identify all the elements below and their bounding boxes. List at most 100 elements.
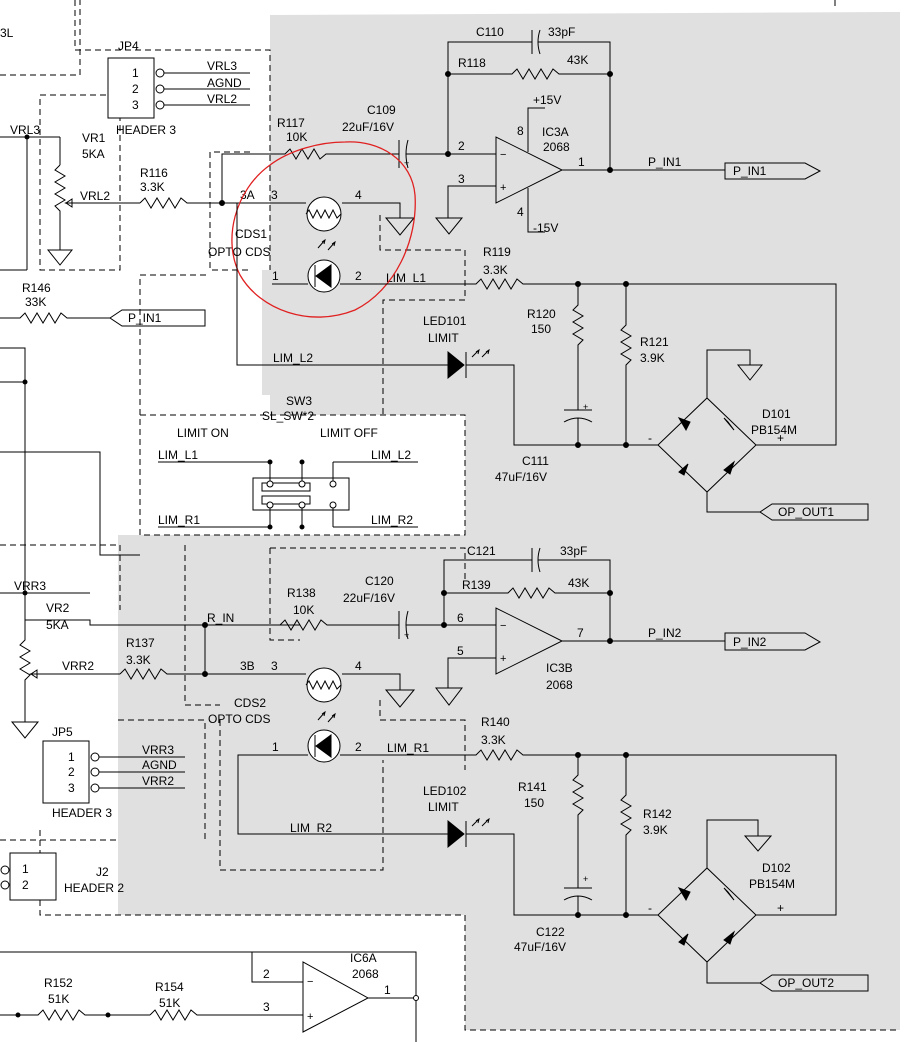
svg-text:VRL3: VRL3 [207,59,237,73]
svg-text:P_IN1: P_IN1 [733,164,767,178]
r121-resistor: R121 3.9K [620,284,669,445]
svg-text:10K: 10K [286,130,307,144]
svg-text:3.3K: 3.3K [126,653,151,667]
svg-text:47uF/16V: 47uF/16V [514,940,566,954]
svg-text:2068: 2068 [546,678,573,692]
svg-text:2: 2 [355,740,362,754]
svg-text:R137: R137 [126,636,155,650]
r140-resistor: R140 3.3K [385,715,837,916]
svg-text:4: 4 [355,188,362,202]
vr1-potentiometer: VRL3 VR1 5KA VRL2 [0,123,140,271]
svg-text:7: 7 [577,626,584,640]
svg-text:3: 3 [132,98,139,112]
svg-text:JP4: JP4 [118,39,139,53]
svg-text:VR1: VR1 [82,131,106,145]
svg-text:OP_OUT1: OP_OUT1 [778,505,834,519]
p-in2-output-port: P_IN2 [724,632,822,651]
svg-text:R140: R140 [481,715,510,729]
svg-text:2: 2 [263,967,270,981]
svg-text:+: + [404,158,409,168]
ic3a-opamp: − + 2 3 +15V 8 -15V 4 IC3A 2068 1 P_IN1 [434,93,725,235]
svg-text:P_IN1: P_IN1 [648,155,682,169]
svg-text:JP5: JP5 [52,725,73,739]
svg-text:C120: C120 [365,574,394,588]
d102-bridge: - + D102 PB154M [648,819,805,984]
svg-text:R117: R117 [277,116,305,130]
svg-text:IC3A: IC3A [542,125,569,139]
svg-text:R138: R138 [287,586,316,600]
svg-text:C109: C109 [367,103,396,117]
svg-text:-: - [648,431,652,445]
svg-text:−: − [307,976,313,988]
svg-text:8: 8 [517,124,524,138]
op-out2-port: OP_OUT2 [759,974,869,992]
svg-text:47uF/16V: 47uF/16V [495,470,547,484]
svg-text:3.9K: 3.9K [640,351,665,365]
r152-resistor: R152 51K [0,976,150,1021]
led101: LED101 LIMIT [423,314,658,448]
svg-text:1: 1 [68,750,75,764]
svg-text:+: + [307,1011,313,1023]
svg-text:IC3B: IC3B [546,661,573,675]
r139-resistor: R139 43K [444,576,610,599]
r137-resistor: R137 3.3K [119,622,306,680]
svg-text:3.3K: 3.3K [481,733,506,747]
svg-text:2: 2 [458,139,465,153]
svg-text:R141: R141 [518,780,547,794]
svg-text:CDS2: CDS2 [234,696,266,710]
svg-text:33pF: 33pF [548,25,575,39]
svg-text:2068: 2068 [543,140,570,154]
svg-text:43K: 43K [567,53,588,67]
svg-text:C121: C121 [467,544,496,558]
svg-text:3: 3 [271,188,278,202]
svg-text:LIM_R2: LIM_R2 [290,821,332,835]
svg-text:R121: R121 [640,335,669,349]
svg-text:3.3K: 3.3K [483,263,508,277]
lim-l2-wire [236,203,448,366]
svg-text:OPTO CDS: OPTO CDS [208,245,270,259]
c122-capacitor: + C122 47uF/16V [514,874,593,954]
svg-text:VRR2: VRR2 [142,774,174,788]
svg-text:LED102: LED102 [423,784,467,798]
svg-text:LIM_L2: LIM_L2 [273,351,313,365]
svg-text:P_IN2: P_IN2 [648,626,682,640]
sw3-switch: SW3 SL_SW*2 LIMIT ON LIMIT OFF LIM_L1 LI… [158,394,418,530]
svg-text:1: 1 [578,155,585,169]
svg-text:AGND: AGND [207,76,242,90]
svg-text:3: 3 [263,1000,270,1014]
svg-text:LIMIT: LIMIT [428,800,459,814]
svg-text:51K: 51K [159,996,180,1010]
svg-text:AGND: AGND [142,758,177,772]
shade-region-bottom-left-cutout [0,915,465,1042]
vr2-potentiometer: VRR3 VR2 5KA VRR2 [0,579,120,739]
svg-text:22uF/16V: 22uF/16V [343,591,395,605]
svg-text:2: 2 [68,765,75,779]
svg-text:1: 1 [22,862,29,876]
c121-capacitor: C121 33pF [441,544,613,640]
svg-text:1: 1 [272,740,279,754]
svg-text:1: 1 [272,269,279,283]
svg-text:SL_SW*2: SL_SW*2 [262,409,314,423]
svg-text:2068: 2068 [352,967,379,981]
svg-text:LIM_L2: LIM_L2 [371,448,411,462]
svg-text:22uF/16V: 22uF/16V [342,120,394,134]
svg-text:5KA: 5KA [46,618,69,632]
svg-text:43K: 43K [568,576,589,590]
svg-text:4: 4 [355,659,362,673]
svg-text:6: 6 [457,611,464,625]
svg-text:P_IN1: P_IN1 [128,311,162,325]
svg-text:3.3K: 3.3K [140,180,165,194]
svg-text:R120: R120 [527,307,556,321]
svg-text:HEADER 2: HEADER 2 [64,881,124,895]
led102: LED102 LIMIT [423,784,658,918]
svg-text:33K: 33K [25,295,46,309]
svg-text:R152: R152 [44,976,73,990]
svg-text:51K: 51K [48,992,69,1006]
svg-text:VRL2: VRL2 [207,92,237,106]
svg-text:PB154M: PB154M [749,877,795,891]
svg-text:VRL2: VRL2 [80,189,110,203]
j2-header: 1 2 J2 HEADER 2 [0,852,124,901]
svg-text:3: 3 [458,172,465,186]
svg-text:4: 4 [517,205,524,219]
svg-text:1: 1 [384,983,391,997]
